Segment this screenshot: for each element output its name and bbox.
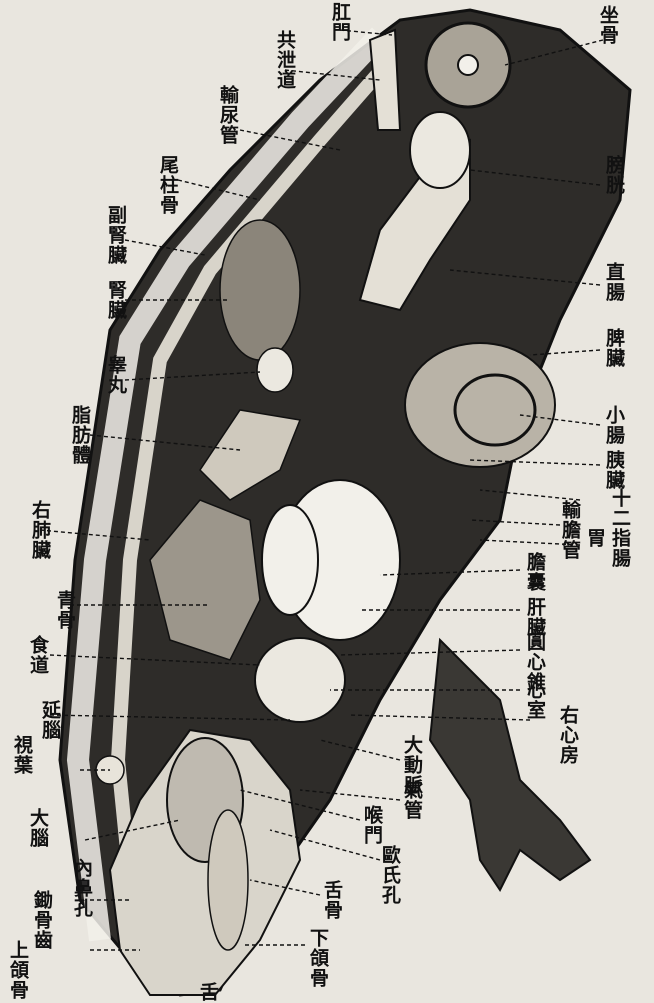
label-ezhuchi: 鋤骨齒 (32, 890, 51, 950)
intestine-coil (405, 343, 555, 467)
label-xiahegu: 下頜骨 (308, 928, 327, 988)
label-zuogu: 坐骨 (598, 5, 617, 45)
label-shierzhichang: 十二指腸 (610, 488, 629, 568)
label-weizhugu: 尾柱骨 (158, 155, 177, 215)
label-youfeizang: 右肺臟 (30, 500, 49, 560)
label-yizang: 胰臟 (604, 450, 623, 490)
label-shuniaoguan: 輸尿管 (218, 85, 237, 145)
liver-lobe-shape (262, 505, 318, 615)
label-youxinfang: 右心房 (558, 705, 577, 765)
label-neibikong: 內鼻孔 (72, 858, 91, 918)
label-xinshi: 心室 (525, 680, 544, 720)
label-she: 舌 (198, 982, 217, 1002)
heart-shape (255, 638, 345, 722)
label-qiguan: 氣管 (402, 780, 421, 820)
label-zhifangti: 脂肪體 (70, 405, 89, 465)
label-danao: 大腦 (28, 808, 47, 848)
label-pangguang: 膀胱 (604, 155, 623, 195)
label-shanghegu: 上頜骨 (8, 940, 27, 1000)
label-oushikong: 歐氏孔 (380, 845, 399, 905)
ischium-center (458, 55, 478, 75)
forelimb (430, 640, 590, 890)
label-gongxiedao: 共泄道 (275, 30, 294, 90)
label-gangmen: 肛門 (330, 2, 349, 42)
kidney-shape (220, 220, 300, 360)
label-wei: 胃 (585, 528, 604, 548)
label-houmen: 喉門 (362, 805, 381, 845)
label-shenzang: 腎臟 (106, 280, 125, 320)
label-dannang: 膽囊 (525, 552, 544, 592)
label-xiaochang: 小腸 (604, 405, 623, 445)
tongue-shape (208, 810, 248, 950)
label-yannao: 延腦 (40, 700, 59, 740)
label-gaowan: 睾丸 (106, 355, 125, 395)
bladder-shape (410, 112, 470, 188)
label-shidao: 食道 (28, 635, 47, 675)
label-ganzang: 肝臟 (525, 597, 544, 637)
label-shudanguan: 輸膽管 (560, 500, 579, 560)
label-shegu: 舌骨 (322, 880, 341, 920)
label-zhichang: 直腸 (604, 262, 623, 302)
label-qinggu: 青骨 (55, 590, 74, 630)
label-fushenzang: 副腎臟 (106, 205, 125, 265)
testis-shape (257, 348, 293, 392)
label-shiye: 視葉 (12, 735, 31, 775)
label-pizang: 脾臟 (604, 328, 623, 368)
